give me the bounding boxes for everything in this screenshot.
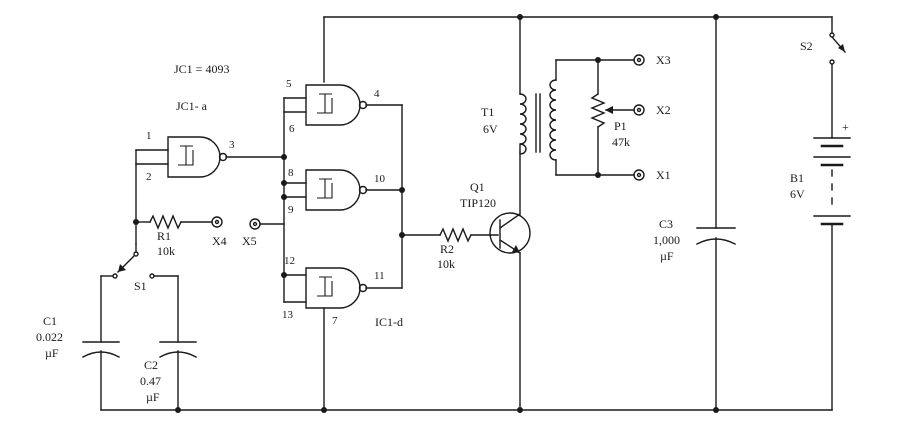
s2-switch (829, 16, 846, 139)
s1-switch (100, 243, 179, 279)
s1-label: S1 (134, 279, 147, 293)
r1-name: R1 (157, 229, 171, 243)
c3-capacitor (696, 14, 736, 413)
gate-a-label: JC1- a (176, 99, 208, 113)
pin-9-label: 9 (288, 204, 294, 216)
pin-7-label: 7 (332, 315, 338, 327)
nand-gate-c (283, 169, 403, 211)
r2-value: 10k (437, 257, 455, 271)
top-rail (323, 16, 833, 83)
x3-label: X3 (656, 53, 671, 67)
c2-name: C2 (144, 358, 158, 372)
gate-d-label: IC1-d (375, 315, 403, 329)
q1-transistor (489, 151, 531, 413)
x4-label: X4 (212, 234, 227, 248)
x3-terminal (633, 54, 645, 66)
b1-battery (813, 137, 851, 411)
c3-name: C3 (659, 217, 673, 231)
x1-label: X1 (656, 168, 671, 182)
x1-terminal (633, 169, 645, 181)
pin-5-label: 5 (286, 78, 292, 90)
ic-title: JC1 = 4093 (174, 62, 229, 76)
q1-part: TIP120 (460, 196, 496, 210)
c2-capacitor (159, 275, 197, 413)
gate-output-bus (399, 104, 441, 289)
c2-value: 0.47 (140, 374, 161, 388)
pin-11-label: 11 (374, 270, 385, 282)
x5-terminal (249, 218, 261, 230)
b1-name: B1 (790, 171, 804, 185)
c1-unit: µF (45, 346, 59, 360)
x2-terminal (633, 104, 645, 116)
nand-gate-d (283, 267, 403, 411)
pin-10-label: 10 (374, 173, 386, 185)
nand-gate-b (283, 84, 403, 126)
pin-2-label: 2 (146, 171, 152, 183)
pin-13-label: 13 (282, 309, 294, 321)
c3-unit: µF (660, 249, 674, 263)
r1-value: 10k (157, 244, 175, 258)
p1-potentiometer (555, 57, 635, 178)
pin-4-label: 4 (374, 88, 380, 100)
c1-capacitor (82, 275, 120, 411)
pin-1-label: 1 (146, 130, 152, 142)
x2-label: X2 (656, 103, 671, 117)
c2-unit: µF (146, 390, 160, 404)
pin-8-label: 8 (288, 167, 294, 179)
s2-label: S2 (800, 39, 813, 53)
t1-value: 6V (483, 122, 498, 136)
r2-resistor (439, 227, 499, 243)
pin-6-label: 6 (289, 123, 295, 135)
x4-terminal (211, 216, 223, 228)
p1-value: 47k (612, 135, 630, 149)
b1-plus: + (842, 120, 849, 134)
q1-name: Q1 (470, 180, 485, 194)
c1-value: 0.022 (36, 330, 63, 344)
c1-name: C1 (43, 314, 57, 328)
gate-input-bus (259, 97, 287, 303)
c3-value: 1,000 (653, 233, 680, 247)
p1-name: P1 (614, 119, 627, 133)
r1-resistor (133, 163, 213, 245)
nand-gate-a (135, 136, 285, 178)
x5-label: X5 (242, 234, 257, 248)
t1-name: T1 (481, 105, 494, 119)
b1-value: 6V (790, 187, 805, 201)
t1-transformer (517, 14, 557, 176)
pin-3-label: 3 (229, 139, 235, 151)
r2-name: R2 (440, 242, 454, 256)
pin-12-label: 12 (284, 255, 295, 267)
